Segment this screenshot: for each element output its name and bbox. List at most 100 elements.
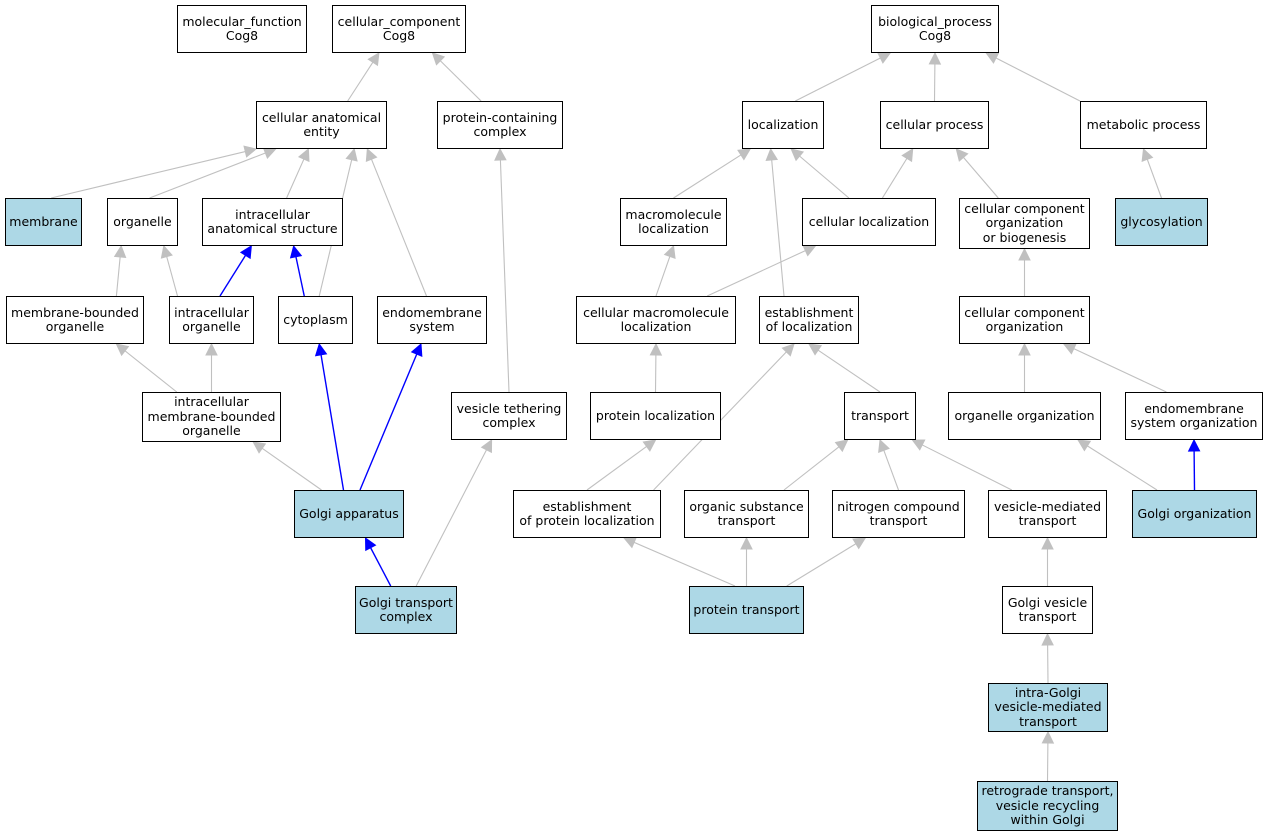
edge-cellular_localization-to-localization xyxy=(799,155,850,199)
arrowhead-cellular_localization-to-localization xyxy=(790,148,805,162)
edge-establishment_of_localization-to-localization xyxy=(771,159,785,297)
edge-golgi_apparatus-to-endomembrane_system xyxy=(359,353,418,491)
arrowhead-golgi_apparatus-to-intracellular_membrane_bounded_organelle xyxy=(252,441,267,454)
node-organelle-organization[interactable]: organelle organization xyxy=(948,392,1101,440)
arrowhead-organelle-to-cellular_anatomical_entity xyxy=(262,147,277,160)
arrowhead-metabolic_process-to-biological_process xyxy=(985,52,1000,64)
arrowhead-cellular_macromolecule_localization-to-macromolecule_localization xyxy=(663,244,676,259)
node-retrograde-transport-vesicle-recycling-within-golgi[interactable]: retrograde transport, vesicle recycling … xyxy=(977,781,1118,831)
node-establishment-of-localization[interactable]: establishment of localization xyxy=(759,296,859,344)
edge-organic_substance_transport-to-transport xyxy=(783,446,840,491)
arrowhead-intra_golgi_vesicle_mediated_transport-to-golgi_vesicle_transport xyxy=(1041,632,1054,646)
edge-intracellular_organelle-to-intracellular_anatomical_structure xyxy=(219,254,247,297)
edge-cellular_anatomical_entity-to-cellular_component xyxy=(347,61,374,102)
edge-glycosylation-to-metabolic_process xyxy=(1146,159,1163,199)
arrowhead-endomembrane_system-to-cellular_anatomical_entity xyxy=(365,147,378,163)
arrowhead-intracellular_membrane_bounded_organelle-to-intracellular_organelle xyxy=(205,342,218,356)
node-localization[interactable]: localization xyxy=(742,101,824,149)
arrowhead-golgi_organization-to-organelle_organization xyxy=(1077,439,1092,452)
arrowhead-protein_transport-to-nitrogen_compound_transport xyxy=(852,537,867,550)
edge-protein_containing_complex-to-cellular_component xyxy=(439,60,482,102)
edge-protein_transport-to-establishment_of_protein_localization xyxy=(633,541,736,587)
node-intracellular-anatomical-structure[interactable]: intracellular anatomical structure xyxy=(202,198,343,246)
edge-macromolecule_localization-to-localization xyxy=(673,154,742,199)
edge-vesicle_tethering_complex-to-protein_containing_complex xyxy=(499,159,510,393)
arrowhead-cellular_component_organization-to-cellular_component_organization_or_biogenesis xyxy=(1018,247,1031,261)
arrowhead-establishment_of_protein_localization-to-establishment_of_localization xyxy=(781,343,795,357)
arrowhead-cytoplasm-to-cellular_anatomical_entity xyxy=(345,147,358,162)
edge-cellular_component_organization_or_biogenesis-to-cellular_process xyxy=(963,156,999,199)
node-intracellular-organelle[interactable]: intracellular organelle xyxy=(169,296,254,344)
arrowhead-golgi_vesicle_transport-to-vesicle_mediated_transport xyxy=(1041,536,1054,550)
arrowhead-intracellular_organelle-to-intracellular_anatomical_structure xyxy=(239,245,252,260)
edge-transport-to-establishment_of_localization xyxy=(817,349,881,393)
arrowhead-intracellular_organelle-to-organelle xyxy=(160,244,173,259)
node-protein-containing-complex[interactable]: protein-containing complex xyxy=(437,101,563,149)
node-golgi-vesicle-transport[interactable]: Golgi vesicle transport xyxy=(1002,586,1093,634)
node-cellular-process[interactable]: cellular process xyxy=(880,101,989,149)
arrowhead-cytoplasm-to-intracellular_anatomical_structure xyxy=(289,244,303,259)
node-macromolecule-localization[interactable]: macromolecule localization xyxy=(620,198,727,246)
node-intra-golgi-vesicle-mediated-transport[interactable]: intra-Golgi vesicle-mediated transport xyxy=(988,683,1108,732)
arrowhead-membrane_bounded_organelle-to-organelle xyxy=(113,244,127,259)
arrowhead-organelle_organization-to-cellular_component_organization xyxy=(1018,342,1031,356)
arrowhead-endomembrane_system_organization-to-cellular_component_organization xyxy=(1062,343,1077,355)
edge-golgi_organization-to-organelle_organization xyxy=(1087,445,1158,491)
node-cellular-component-organization-or-biogenesis[interactable]: cellular component organization or bioge… xyxy=(959,198,1090,249)
node-biological-process[interactable]: biological_process Cog8 xyxy=(871,5,999,53)
edge-endomembrane_system_organization-to-cellular_component_organization xyxy=(1073,348,1167,393)
node-golgi-organization[interactable]: Golgi organization xyxy=(1132,490,1257,538)
node-endomembrane-system[interactable]: endomembrane system xyxy=(377,296,487,344)
arrowhead-golgi_apparatus-to-endomembrane_system xyxy=(410,342,423,358)
node-protein-transport[interactable]: protein transport xyxy=(689,586,804,634)
node-vesicle-tethering-complex[interactable]: vesicle tethering complex xyxy=(451,392,567,440)
node-cellular-component[interactable]: cellular_component Cog8 xyxy=(332,5,466,53)
edge-cytoplasm-to-intracellular_anatomical_structure xyxy=(295,256,305,297)
node-organelle[interactable]: organelle xyxy=(107,198,178,246)
node-cellular-macromolecule-localization[interactable]: cellular macromolecule localization xyxy=(576,296,736,344)
edge-protein_transport-to-nitrogen_compound_transport xyxy=(786,543,857,587)
arrowhead-localization-to-biological_process xyxy=(877,52,892,64)
edge-golgi_transport_complex-to-vesicle_tethering_complex xyxy=(415,449,488,587)
node-cellular-anatomical-entity[interactable]: cellular anatomical entity xyxy=(256,101,387,149)
edge-metabolic_process-to-biological_process xyxy=(995,57,1081,102)
node-transport[interactable]: transport xyxy=(844,392,916,440)
node-membrane[interactable]: membrane xyxy=(5,198,82,246)
node-membrane-bounded-organelle[interactable]: membrane-bounded organelle xyxy=(6,296,144,344)
node-intracellular-membrane-bounded-organelle[interactable]: intracellular membrane-bounded organelle xyxy=(142,392,281,442)
node-protein-localization[interactable]: protein localization xyxy=(590,392,721,440)
edge-organelle-to-cellular_anatomical_entity xyxy=(149,152,266,199)
node-golgi-apparatus[interactable]: Golgi apparatus xyxy=(294,490,404,538)
arrowhead-macromolecule_localization-to-localization xyxy=(737,148,752,161)
arrowhead-intracellular_anatomical_structure-to-cellular_anatomical_entity xyxy=(297,147,310,163)
node-establishment-of-protein-localization[interactable]: establishment of protein localization xyxy=(513,490,661,538)
edge-establishment_of_protein_localization-to-protein_localization xyxy=(586,446,647,491)
arrowhead-golgi_transport_complex-to-vesicle_tethering_complex xyxy=(480,439,493,454)
edge-localization-to-biological_process xyxy=(795,57,881,102)
arrowhead-cellular_anatomical_entity-to-cellular_component xyxy=(367,52,380,67)
arrowhead-cellular_localization-to-cellular_process xyxy=(901,148,914,163)
node-endomembrane-system-organization[interactable]: endomembrane system organization xyxy=(1125,392,1263,440)
node-golgi-transport-complex[interactable]: Golgi transport complex xyxy=(355,586,457,634)
arrowhead-organic_substance_transport-to-transport xyxy=(834,439,849,453)
arrowhead-protein_localization-to-cellular_macromolecule_localization xyxy=(649,342,663,356)
node-organic-substance-transport[interactable]: organic substance transport xyxy=(684,490,809,538)
edge-cellular_macromolecule_localization-to-macromolecule_localization xyxy=(655,256,671,297)
node-cellular-localization[interactable]: cellular localization xyxy=(802,198,936,246)
node-glycosylation[interactable]: glycosylation xyxy=(1115,198,1208,246)
arrowhead-establishment_of_protein_localization-to-protein_localization xyxy=(642,439,657,452)
node-molecular-function[interactable]: molecular_function Cog8 xyxy=(177,5,307,53)
edge-golgi_apparatus-to-intracellular_membrane_bounded_organelle xyxy=(261,447,322,491)
arrowhead-golgi_organization-to-endomembrane_system_organization xyxy=(1187,438,1201,452)
node-cellular-component-organization[interactable]: cellular component organization xyxy=(959,296,1090,344)
node-cytoplasm[interactable]: cytoplasm xyxy=(278,296,353,344)
node-nitrogen-compound-transport[interactable]: nitrogen compound transport xyxy=(832,490,965,538)
arrowhead-protein_transport-to-establishment_of_protein_localization xyxy=(622,536,638,549)
edge-intracellular_membrane_bounded_organelle-to-membrane_bounded_organelle xyxy=(124,350,178,393)
arrowhead-cellular_process-to-biological_process xyxy=(928,51,942,65)
node-metabolic-process[interactable]: metabolic process xyxy=(1080,101,1207,149)
arrowhead-golgi_apparatus-to-cytoplasm xyxy=(314,342,328,357)
edge-nitrogen_compound_transport-to-transport xyxy=(883,450,900,491)
node-vesicle-mediated-transport[interactable]: vesicle-mediated transport xyxy=(988,490,1107,538)
